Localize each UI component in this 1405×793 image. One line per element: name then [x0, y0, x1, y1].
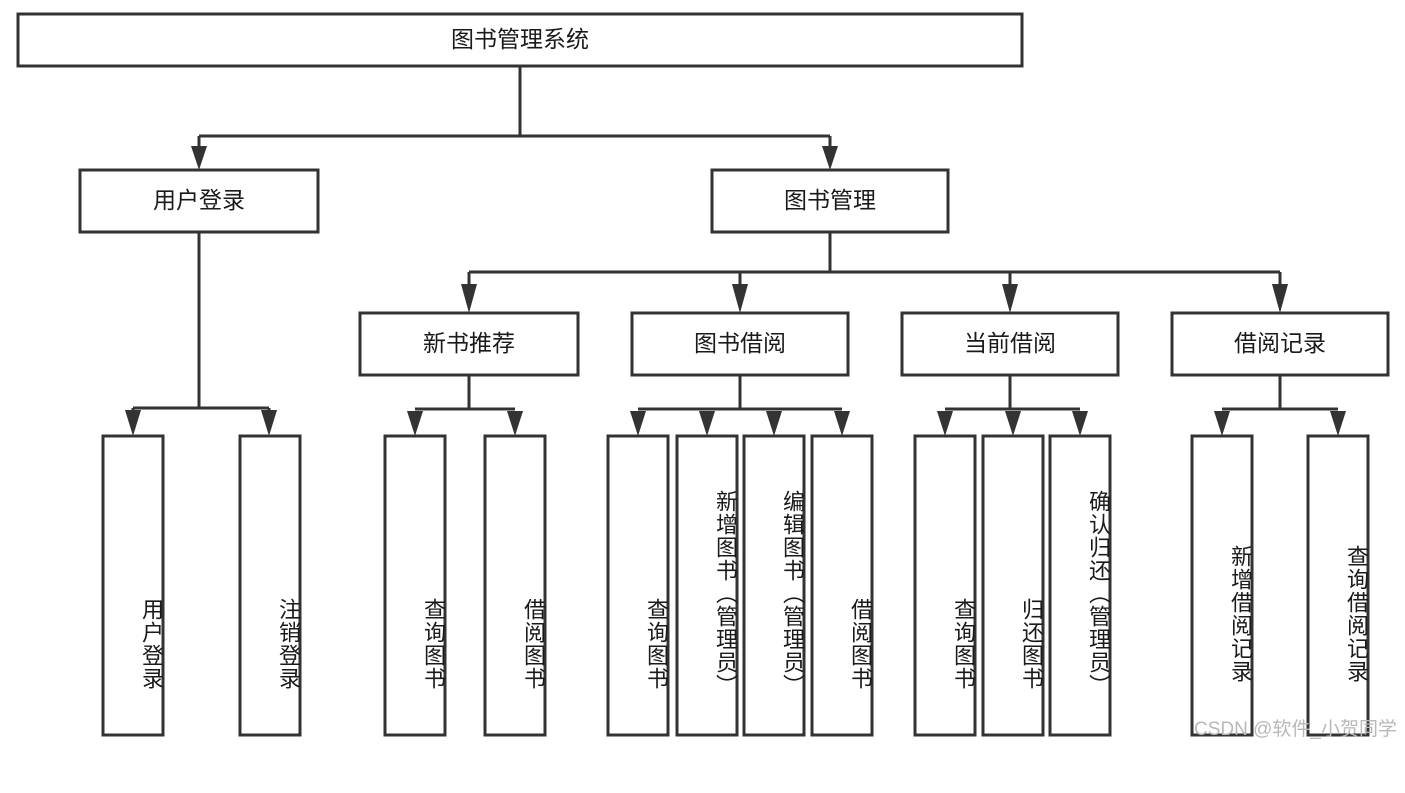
leaf-box-current-borrow-0[interactable]: [913, 434, 977, 737]
node-book-borrow-label: 图书借阅: [694, 330, 786, 356]
leaf-box-current-borrow-1[interactable]: [981, 434, 1045, 737]
leaf-box-borrow-record-1[interactable]: [1306, 434, 1370, 737]
arrow-head-icon-newbook-1: [407, 411, 423, 436]
arrow-head-icon-currentborrow-2: [1005, 411, 1021, 436]
node-current-borrow-label: 当前借阅: [964, 330, 1056, 356]
node-borrow-record-box[interactable]: [1170, 311, 1390, 377]
arrow-head-icon-root-2: [822, 146, 838, 170]
arrow-head-icon-bookmgmt-1: [461, 284, 477, 313]
arrow-head-icon-bookmgmt-4: [1272, 284, 1288, 313]
diagram-canvas: 图书管理系统 用户登录 图书管理: [16, 12, 1390, 737]
arrow-head-icon-bookborrow-2: [699, 411, 715, 436]
arrow-head-icon-bookborrow-1: [630, 411, 646, 436]
arrow-head-icon-borrowrecord-2: [1330, 411, 1346, 436]
node-current-borrow[interactable]: 当前借阅: [900, 311, 1120, 377]
leaf-box-book-borrow-1[interactable]: [675, 434, 739, 737]
arrow-head-icon-userlogin-1: [125, 410, 141, 436]
node-current-borrow-box[interactable]: [900, 311, 1120, 377]
leaf-box-book-borrow-3[interactable]: [810, 434, 874, 737]
node-book-borrow[interactable]: 图书借阅: [630, 311, 850, 377]
arrow-head-icon-bookmgmt-2: [732, 284, 748, 313]
leaf-box-current-borrow-2[interactable]: [1048, 434, 1112, 737]
arrow-head-icon-bookborrow-4: [834, 411, 850, 436]
arrow-head-icon-newbook-2: [507, 411, 523, 436]
leaf-box-borrow-record-0[interactable]: [1190, 434, 1254, 737]
node-book-management-box[interactable]: [710, 168, 950, 234]
node-new-book-recommend-label: 新书推荐: [423, 330, 515, 356]
arrow-head-icon-bookmgmt-3: [1002, 284, 1018, 313]
node-book-management-label: 图书管理: [784, 187, 876, 213]
leaf-box-new-book-0[interactable]: [383, 434, 447, 737]
arrow-head-icon-userlogin-2: [261, 410, 277, 436]
leaf-box-user-login-0[interactable]: [101, 434, 165, 737]
node-root-label: 图书管理系统: [451, 26, 589, 52]
hierarchy-diagram: 图书管理系统 用户登录 图书管理: [16, 12, 1397, 740]
node-borrow-record[interactable]: 借阅记录: [1170, 311, 1390, 377]
node-root-box[interactable]: [16, 12, 1024, 68]
arrow-head-icon-root-1: [191, 146, 207, 170]
leaf-box-new-book-1[interactable]: [483, 434, 547, 737]
arrow-head-icon-bookborrow-3: [766, 411, 782, 436]
leaf-box-book-borrow-0[interactable]: [606, 434, 670, 737]
leaf-box-user-login-1[interactable]: [238, 434, 302, 737]
leaf-box-book-borrow-2[interactable]: [742, 434, 806, 737]
arrow-head-icon-borrowrecord-1: [1214, 411, 1230, 436]
node-new-book-recommend-box[interactable]: [358, 311, 580, 377]
node-user-login-label: 用户登录: [153, 187, 245, 213]
node-borrow-record-label: 借阅记录: [1234, 330, 1326, 356]
node-new-book-recommend[interactable]: 新书推荐: [358, 311, 580, 377]
arrow-head-icon-currentborrow-1: [937, 411, 953, 436]
node-user-login[interactable]: 用户登录: [78, 168, 320, 234]
node-book-management[interactable]: 图书管理: [710, 168, 950, 234]
arrow-head-icon-currentborrow-3: [1072, 411, 1088, 436]
node-root[interactable]: 图书管理系统: [16, 12, 1024, 68]
node-book-borrow-box[interactable]: [630, 311, 850, 377]
